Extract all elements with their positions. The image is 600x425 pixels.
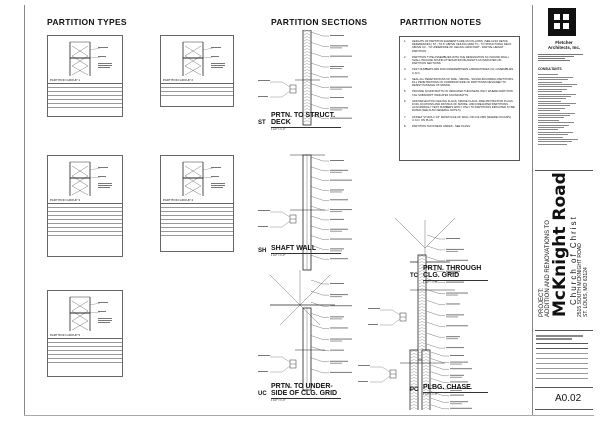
note-text: PARTITION THICKNESS VARIES - SEE PLANS. xyxy=(412,125,471,129)
section-tag: SH xyxy=(258,248,267,254)
note-text: PROVIDE SOUND BATTS OF INDICATED THICKNE… xyxy=(412,90,513,97)
partition-group-table xyxy=(48,338,122,363)
partition-group-label: PARTITION GROUP 2 xyxy=(163,78,194,82)
section-scale: 1 1/2" = 1'-0" xyxy=(423,393,438,396)
partition-note: 8. PARTITION THICKNESS VARIES - SEE PLANS… xyxy=(404,125,515,128)
section-title-line-1: PRTN. TO STRUCT. xyxy=(271,112,336,119)
partition-group-label: PARTITION GROUP 4 xyxy=(163,198,194,202)
firm-name: Fletcher Architects, Inc. xyxy=(536,40,592,50)
note-number: 7. xyxy=(404,115,407,119)
partition-type-card: PARTITION GROUP 2 xyxy=(160,35,234,107)
divider xyxy=(535,409,593,410)
partition-type-detail xyxy=(69,161,112,196)
section-scale: 1 1/2" = 1'-0" xyxy=(271,254,286,257)
section-title-underline xyxy=(423,392,488,393)
partition-group-label: PARTITION GROUP 5 xyxy=(50,333,81,337)
note-text: PARTITION TYPE ASSEMBLIES WITH THE DESIG… xyxy=(412,55,509,66)
partition-group-table xyxy=(48,203,122,236)
note-number: 1. xyxy=(404,40,407,43)
partition-note: 6. ADD DEFLECTION CEILING FLAGS, SMOKE FL… xyxy=(404,100,515,113)
revision-table xyxy=(536,335,588,390)
section-title-line-1: PLBG. CHASE xyxy=(423,384,471,391)
partition-group-label: PARTITION GROUP 3 xyxy=(50,198,81,202)
partition-type-card: PARTITION GROUP 3 xyxy=(47,155,123,257)
section-title-pc: PLBG. CHASE xyxy=(423,384,471,391)
section-title-line-2: SIDE OF CLG. GRID xyxy=(271,390,338,397)
partition-note: 4. SEAL ALL PENETRATIONS OF FIRE-, SMOKE-… xyxy=(404,78,515,88)
partition-type-card: PARTITION GROUP 1 xyxy=(47,35,123,117)
partition-note: 3. TEST NUMBERS ARE FOR UNDERWRITERS LABO… xyxy=(404,68,515,74)
section-title-line-1: PRTN. TO UNDER- xyxy=(271,383,333,390)
partition-group-label: PARTITION GROUP 1 xyxy=(50,78,81,82)
consultants-label: CONSULTANTS xyxy=(538,67,562,71)
section-tag: PC xyxy=(410,387,419,393)
divider xyxy=(535,170,593,171)
section-scale: 1 1/2" = 1'-0" xyxy=(271,128,286,131)
sections-drawing xyxy=(258,30,472,410)
section-title-line-1: SHAFT WALL xyxy=(271,245,317,252)
section-title-line-2: CLG. GRID xyxy=(423,272,460,279)
partition-sections-title: PARTITION SECTIONS xyxy=(271,17,368,27)
partition-group-table xyxy=(161,203,233,236)
firm-name-line-2: Architects, Inc. xyxy=(547,45,581,50)
partition-group-table xyxy=(161,83,233,96)
section-title-sh: SHAFT WALL xyxy=(271,245,316,252)
section-tag: UC xyxy=(258,391,267,397)
divider xyxy=(535,330,593,331)
section-title-underline xyxy=(423,280,488,281)
partition-note: 7. OFFSET STUDS 2 1/2" FROM FACE OF WALL … xyxy=(404,116,515,122)
note-number: 2. xyxy=(404,55,407,59)
partition-type-detail xyxy=(182,41,225,76)
partition-types-title: PARTITION TYPES xyxy=(47,17,127,27)
section-title-line-2: DECK xyxy=(271,119,291,126)
partition-type-card: PARTITION GROUP 4 xyxy=(160,155,234,252)
partition-type-detail xyxy=(69,41,112,76)
partition-note: 5. PROVIDE SOUND BATTS OF INDICATED THICK… xyxy=(404,90,515,96)
note-number: 3. xyxy=(404,68,407,72)
firm-name-line-1: Fletcher xyxy=(555,40,573,45)
section-title-uc: PRTN. TO UNDER- SIDE OF CLG. GRID xyxy=(271,383,337,397)
sheet-border-left xyxy=(24,5,25,415)
section-title-line-1: PRTN. THROUGH xyxy=(423,265,482,272)
note-number: 4. xyxy=(404,77,407,81)
partition-type-detail xyxy=(182,161,225,196)
section-scale: 1 1/2" = 1'-0" xyxy=(423,281,438,284)
project-address-2: ST. LOUIS, MO 63124 xyxy=(582,267,589,317)
title-block: Fletcher Architects, Inc. CONSULTANTS PR… xyxy=(532,5,595,415)
project-info: PROJECT: ADDITION AND RENOVATIONS TO McK… xyxy=(539,172,589,317)
firm-logo xyxy=(548,8,576,36)
project-name: McKnight Road xyxy=(550,172,570,317)
section-scale: 1 1/2" = 1'-0" xyxy=(271,399,286,402)
note-text: SEAL ALL PENETRATIONS OF FIRE-, SMOKE-, … xyxy=(412,77,514,88)
note-text: ADD DEFLECTION CEILING FLAGS, SMOKE FLAG… xyxy=(412,99,515,113)
partition-group-table xyxy=(48,83,122,108)
note-number: 5. xyxy=(404,90,407,94)
partition-notes-box: 1. HEIGHTS OF PARTITION ELEMENTS ARE AS F… xyxy=(399,36,520,161)
note-text: TEST NUMBERS ARE FOR UNDERWRITERS LABORA… xyxy=(412,68,514,75)
note-number: 6. xyxy=(404,99,407,103)
divider xyxy=(535,387,593,388)
section-title-underline xyxy=(271,253,341,254)
section-title-underline xyxy=(271,127,341,128)
note-number: 8. xyxy=(404,125,407,129)
section-title-st: PRTN. TO STRUCT. DECK xyxy=(271,112,335,126)
section-tag: ST xyxy=(258,120,266,126)
section-title-tc: PRTN. THROUGH CLG. GRID xyxy=(423,265,481,279)
consultants-list xyxy=(538,73,578,146)
partition-notes-title: PARTITION NOTES xyxy=(400,17,482,27)
note-text: HEIGHTS OF PARTITION ELEMENTS ARE AS FOL… xyxy=(412,40,512,53)
partition-note: 1. HEIGHTS OF PARTITION ELEMENTS ARE AS F… xyxy=(404,40,515,53)
partition-type-detail xyxy=(69,296,112,331)
section-tag: TC xyxy=(410,273,418,279)
section-title-underline xyxy=(271,398,341,399)
sheet-number: A0.02 xyxy=(555,393,582,404)
note-text: OFFSET STUDS 2 1/2" FROM FACE OF WALL OR… xyxy=(412,115,511,122)
sheet-border-bottom xyxy=(24,415,594,416)
partition-note: 2. PARTITION TYPE ASSEMBLIES WITH THE DES… xyxy=(404,56,515,66)
firm-address-lines xyxy=(538,53,583,62)
partition-type-card: PARTITION GROUP 5 xyxy=(47,290,123,377)
